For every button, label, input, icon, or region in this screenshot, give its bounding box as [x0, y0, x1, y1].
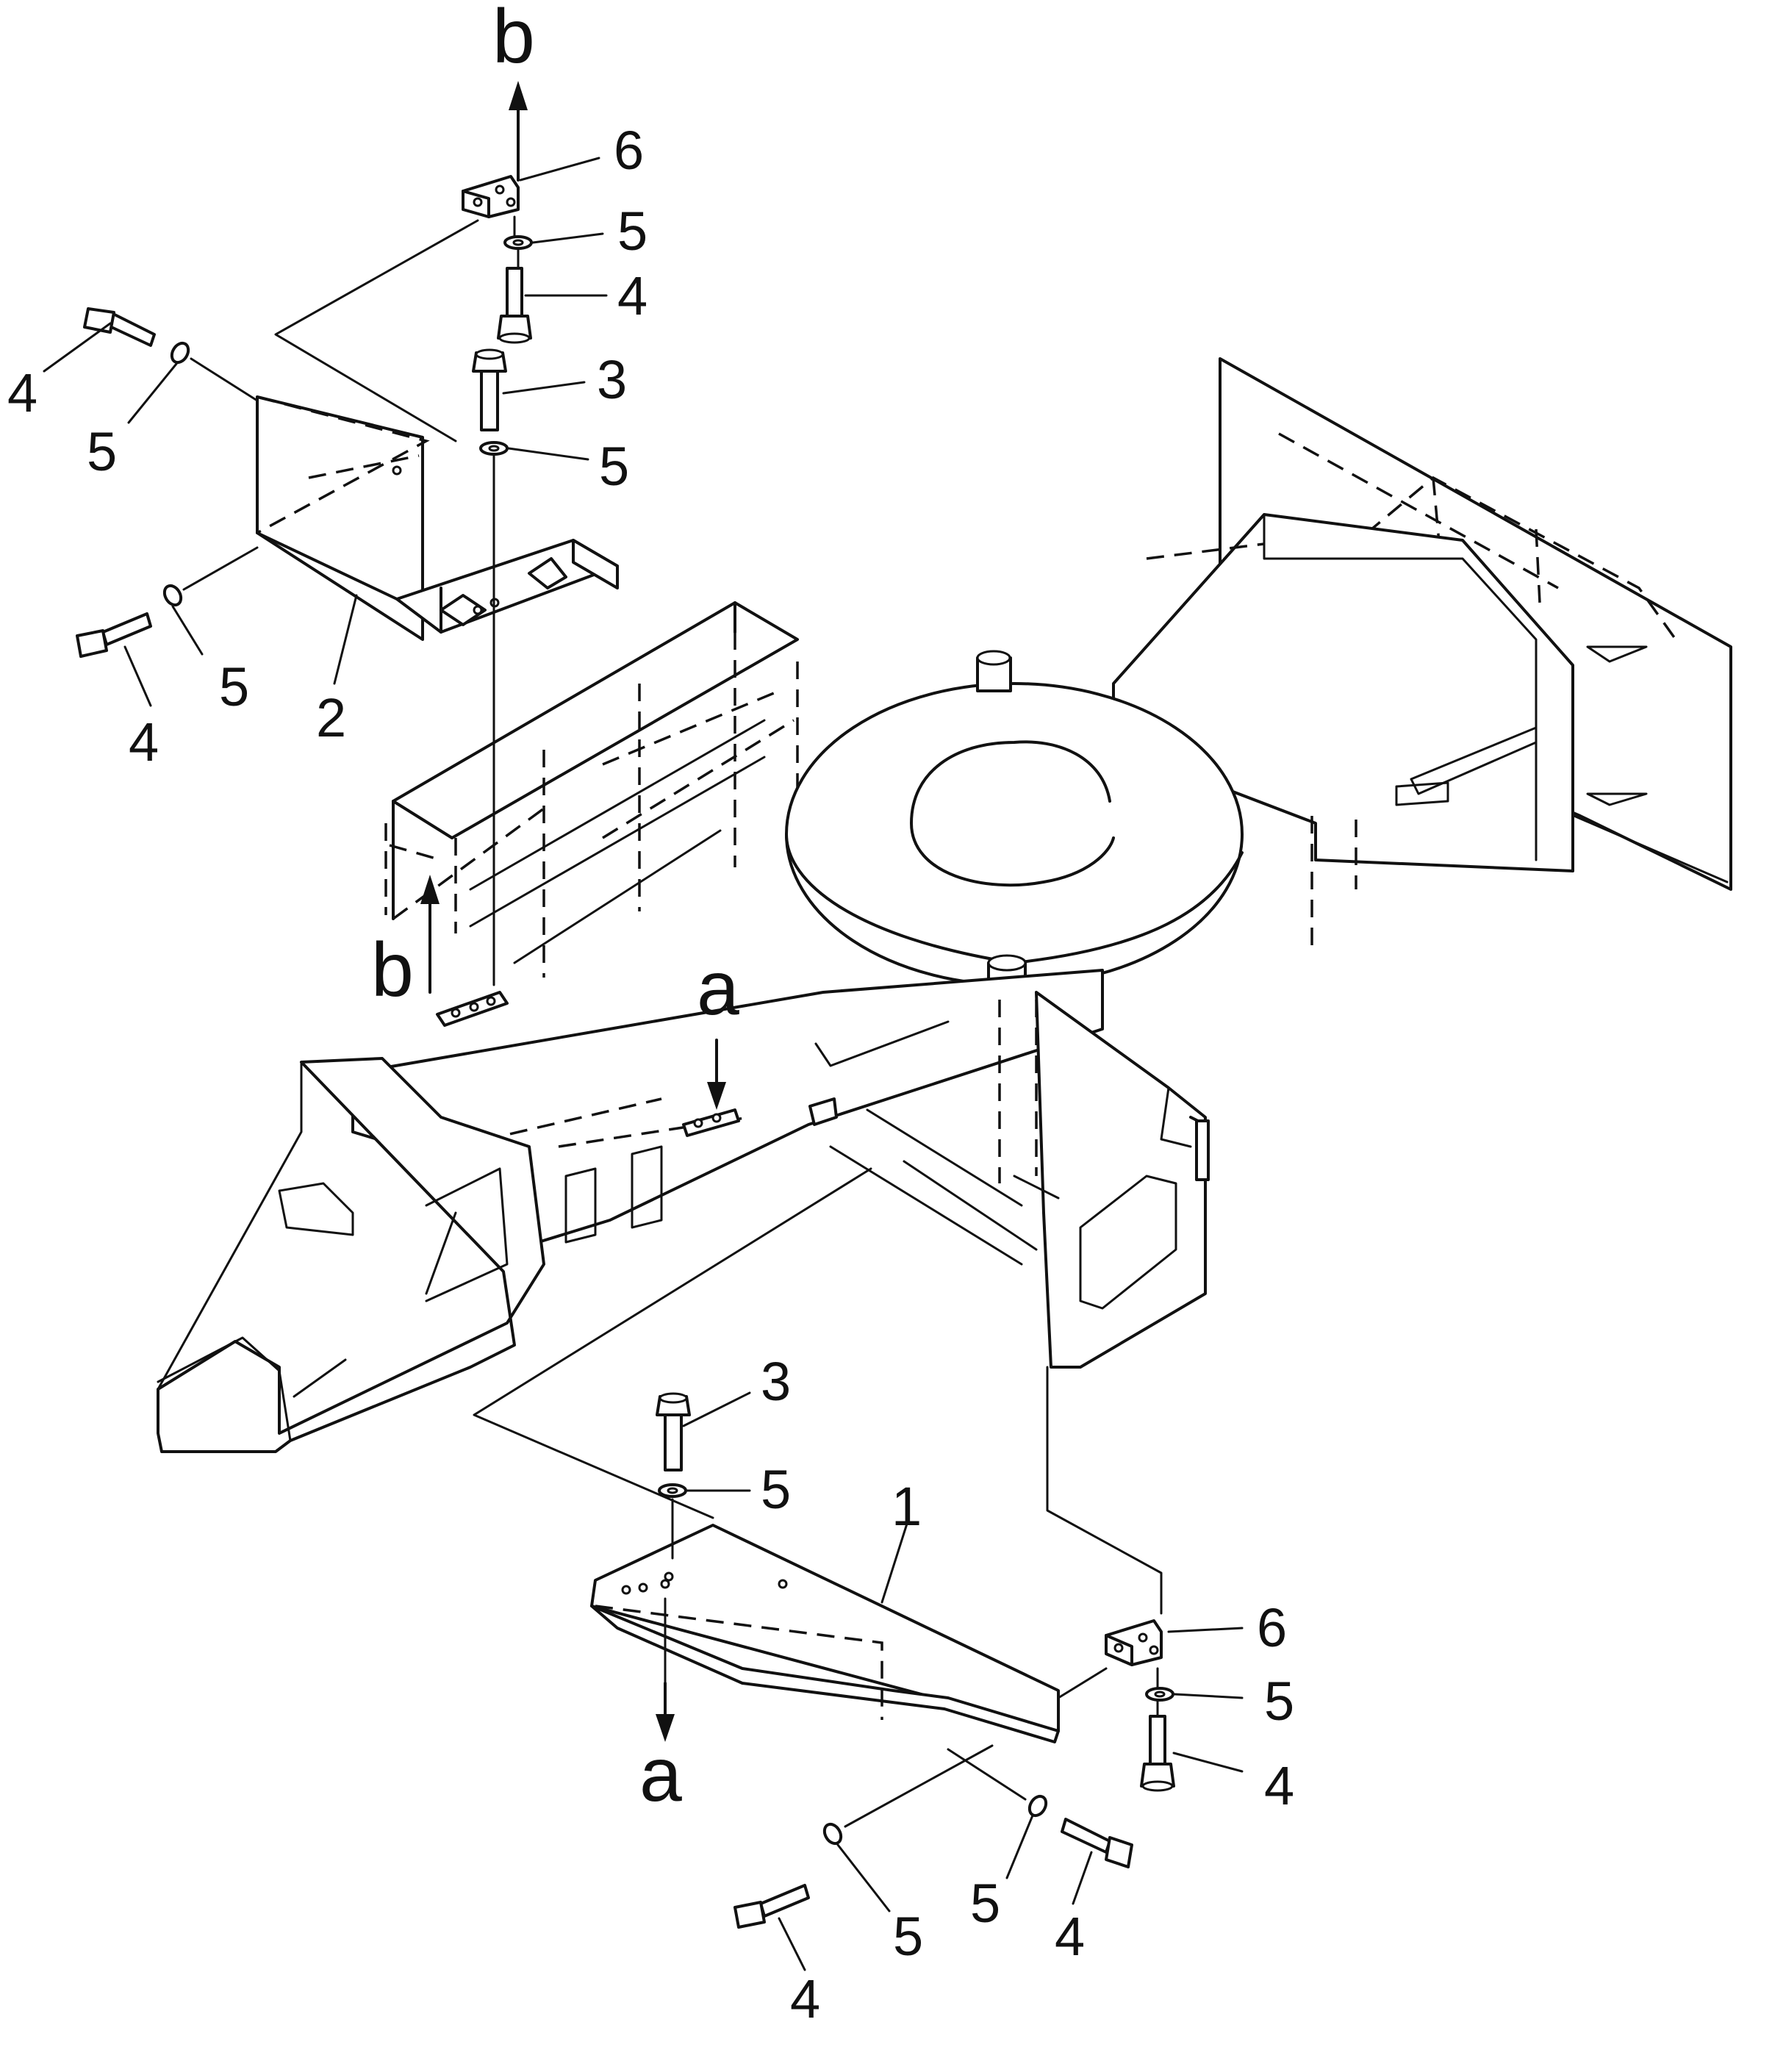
callout-5-lower-right: 5 — [1264, 1671, 1294, 1732]
callout-5-upper-b: 5 — [599, 436, 629, 497]
callout-4-upper-a: 4 — [617, 265, 648, 326]
track-frame-body — [157, 357, 1732, 1453]
callout-numbers: 6 5 4 3 5 4 5 5 4 2 3 5 1 6 5 4 5 5 4 4 — [7, 120, 1294, 2029]
callout-4-bottom-a: 4 — [790, 1968, 820, 2029]
view-ref-b-top: b — [492, 0, 535, 79]
bolt-4-upper-vertical — [497, 267, 532, 344]
bolt-4-bottom-right — [1061, 1818, 1133, 1868]
bolt-4-lower-right-vertical — [1140, 1715, 1175, 1792]
bolt-4-bottom-left — [733, 1884, 810, 1929]
bracket-6-upper — [462, 175, 520, 218]
callout-3-upper: 3 — [597, 349, 627, 410]
bolt-3-upper — [472, 348, 507, 431]
callout-leaders — [43, 157, 1244, 1971]
view-ref-a-mid: a — [697, 946, 739, 1031]
bolt-3-lower — [656, 1392, 691, 1471]
callout-5-bottom-a: 5 — [893, 1906, 923, 1967]
callout-3-lower: 3 — [761, 1351, 791, 1412]
bolt-4-mid-left — [76, 612, 152, 658]
view-ref-b-mid: b — [371, 928, 414, 1013]
callout-5-lower-a: 5 — [761, 1459, 791, 1520]
callout-6-lower: 6 — [1257, 1597, 1287, 1658]
callout-5-upper-a: 5 — [617, 201, 648, 262]
mounting-pad-b — [436, 991, 509, 1027]
assembly-lines — [182, 215, 1163, 1828]
view-arrow-b-top — [509, 81, 528, 182]
guard-plate-2 — [256, 395, 619, 641]
mounting-pad-a — [682, 1108, 740, 1137]
callout-4-upper-left: 4 — [7, 362, 37, 423]
guard-plate-1 — [590, 1524, 1060, 1743]
mount-boss-top — [976, 650, 1012, 692]
callout-2: 2 — [316, 687, 346, 748]
bracket-6-lower — [1105, 1619, 1163, 1666]
view-reference-letters: b b a a — [371, 0, 739, 1818]
callout-5-upper-left: 5 — [87, 421, 117, 482]
mounting-pad-small — [808, 1097, 838, 1126]
callout-5-mid-left: 5 — [219, 656, 249, 717]
callout-4-bottom-b: 4 — [1055, 1906, 1085, 1967]
callout-5-bottom-b: 5 — [970, 1873, 1000, 1934]
callout-4-mid-left: 4 — [129, 711, 159, 772]
washers — [162, 235, 1174, 1846]
callout-6-upper: 6 — [614, 120, 644, 181]
callout-1: 1 — [892, 1476, 922, 1537]
bolt-4-upper-left — [83, 307, 156, 347]
view-arrow-b-mid — [420, 875, 440, 994]
callout-4-lower-right: 4 — [1264, 1755, 1294, 1816]
view-arrow-a-bottom — [656, 1682, 675, 1742]
view-ref-a-bottom: a — [639, 1732, 682, 1818]
view-arrow-a-mid — [707, 1039, 726, 1110]
